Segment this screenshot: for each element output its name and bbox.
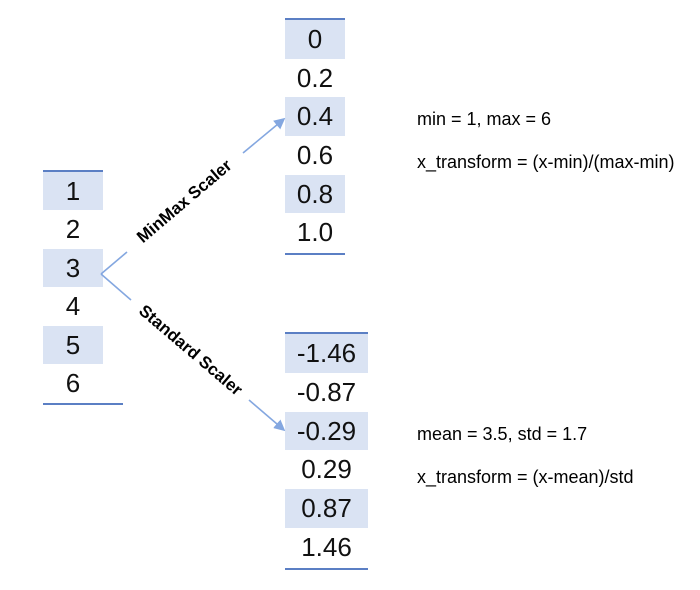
value-cell: 3	[43, 248, 103, 288]
minmax-arrow-segment	[100, 251, 128, 275]
value-cell: -0.87	[296, 376, 357, 407]
value-cell: 2	[65, 214, 81, 245]
value-cell: 1	[43, 172, 103, 211]
value-cell: 1.46	[301, 532, 352, 562]
minmax-formula-text: x_transform = (x-min)/(max-min)	[417, 152, 675, 172]
column-top-rule	[43, 170, 103, 172]
value-cell: 0.8	[285, 174, 345, 214]
standard-formula-text: x_transform = (x-mean)/std	[417, 467, 634, 487]
value-cell: -1.46	[285, 334, 368, 373]
value-cell: 0.4	[285, 97, 345, 136]
standard-params-text: mean = 3.5, std = 1.7	[417, 424, 588, 444]
column-bottom-rule	[285, 567, 368, 570]
column-bottom-rule	[285, 252, 345, 255]
value-cell: 0.2	[296, 62, 334, 93]
value-cell: 5	[43, 325, 103, 364]
minmax-scaler-label: MinMax Scaler	[133, 156, 236, 247]
value-cell: 6	[65, 368, 81, 398]
minmax-params-text: min = 1, max = 6	[417, 109, 552, 129]
minmax-arrow-head-segment	[242, 117, 286, 154]
value-cell: 0.29	[301, 454, 352, 485]
value-cell: -0.29	[285, 411, 368, 451]
column-bottom-rule	[43, 403, 123, 406]
column-top-rule	[285, 332, 368, 334]
value-cell: 0	[285, 20, 345, 59]
value-cell: 0.6	[296, 139, 334, 170]
value-cell: 4	[65, 291, 81, 322]
standard-arrow-segment	[100, 273, 132, 301]
column-top-rule	[285, 18, 345, 20]
value-cell: 0.87	[285, 489, 368, 528]
standard-scaler-label: Standard Scaler	[135, 301, 246, 400]
value-cell: 1.0	[296, 217, 334, 248]
standard-arrow-head-segment	[248, 399, 286, 432]
